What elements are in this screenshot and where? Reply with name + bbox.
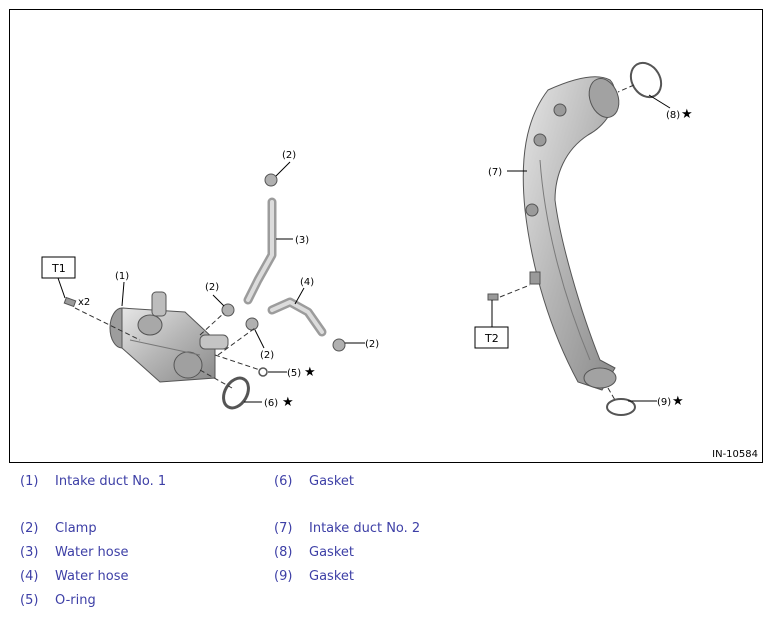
legend-number: (2)	[20, 521, 39, 536]
diagram-canvas: (1) (2) (2) (2) (2) (3) (4) (5) ★ (6) ★ …	[41, 61, 693, 416]
legend-item: (2) Clamp	[20, 521, 97, 536]
callout-4: (4)	[300, 277, 314, 288]
callout-6: (6)	[264, 398, 278, 409]
callout-2-right: (2)	[365, 339, 379, 350]
legend-number: (5)	[20, 593, 39, 608]
legend-label: Gasket	[309, 545, 354, 560]
callout-1: (1)	[115, 271, 129, 282]
alignment-lines-left	[199, 312, 261, 389]
intake-duct-no1	[109, 291, 229, 383]
torque-label-t1: T1	[51, 262, 66, 275]
legend-number: (1)	[20, 474, 39, 489]
figure-id: IN-10584	[712, 449, 758, 460]
legend-label: Water hose	[55, 545, 129, 560]
legend-item: (7) Intake duct No. 2	[274, 521, 420, 536]
leader-lines	[121, 94, 671, 403]
legend-label: Intake duct No. 2	[309, 521, 421, 536]
parts-diagram: (1) (2) (2) (2) (2) (3) (4) (5) ★ (6) ★ …	[9, 9, 763, 463]
gasket-8	[629, 61, 663, 99]
callout-2-top: (2)	[282, 150, 296, 161]
legend-label: O-ring	[55, 593, 96, 608]
callout-8: (8)	[666, 110, 680, 121]
legend-number: (7)	[274, 521, 293, 536]
legend-number: (4)	[20, 569, 39, 584]
callout-7: (7)	[488, 167, 502, 178]
star-8: ★	[681, 107, 693, 122]
parts-legend: (1)Intake duct No. 1 (6)Gasket (2)Clamp …	[0, 470, 773, 617]
legend-item: (6) Gasket	[274, 474, 354, 489]
clamp	[221, 173, 346, 352]
bolt-t1	[63, 296, 141, 341]
intake-duct-no2	[522, 76, 620, 391]
star-6: ★	[282, 395, 294, 410]
legend-number: (9)	[274, 569, 293, 584]
callout-2-middle: (2)	[260, 350, 274, 361]
gasket-6	[222, 376, 250, 410]
gasket-9	[606, 398, 636, 416]
quantity-x2: x2	[78, 297, 90, 308]
legend-number: (8)	[274, 545, 293, 560]
legend-label: Gasket	[309, 474, 354, 489]
callout-3: (3)	[295, 235, 309, 246]
callout-5: (5)	[287, 368, 301, 379]
legend-item: (3) Water hose	[20, 545, 129, 560]
legend-label: Intake duct No. 1	[55, 474, 167, 489]
legend-item: (9) Gasket	[274, 569, 354, 584]
legend-label: Water hose	[55, 569, 129, 584]
legend-label: Gasket	[309, 569, 354, 584]
torque-label-t2: T2	[484, 332, 499, 345]
legend-item: (4) Water hose	[20, 569, 129, 584]
legend-item: (5) O-ring	[20, 593, 96, 608]
legend-item: (1) Intake duct No. 1	[20, 474, 166, 489]
legend-number: (3)	[20, 545, 39, 560]
legend-number: (6)	[274, 474, 293, 489]
water-hose-3	[243, 197, 277, 305]
legend-label: Clamp	[55, 521, 97, 536]
star-5: ★	[304, 365, 316, 380]
callout-2-left: (2)	[205, 282, 219, 293]
legend-item: (8) Gasket	[274, 545, 354, 560]
callout-9: (9)	[657, 397, 671, 408]
bolt-t2	[487, 284, 531, 301]
star-9: ★	[672, 394, 684, 409]
o-ring	[258, 367, 268, 377]
